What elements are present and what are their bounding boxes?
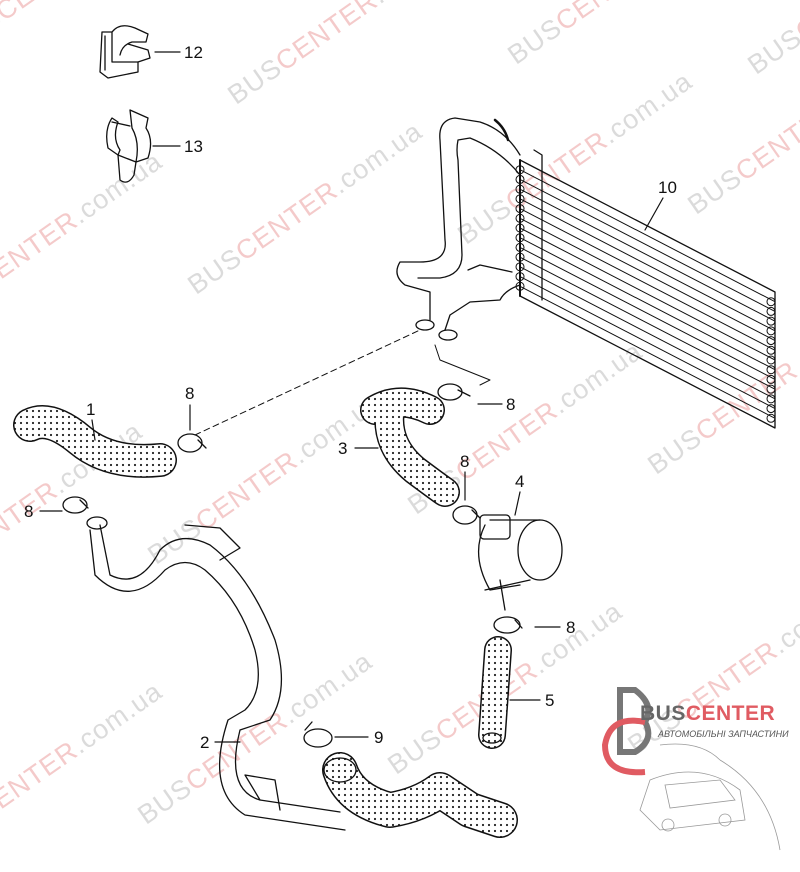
tube-end [766,374,776,384]
radiator-fin [519,227,776,361]
callout-3: 3 [338,439,347,458]
callout-10: 10 [658,178,677,197]
callout-2: 2 [200,733,209,752]
tube-end [766,297,776,307]
tube-end [766,394,776,404]
hose-3 [360,387,460,507]
radiator-fin [519,256,776,390]
radiator-fin [519,178,776,312]
heater-pipes [396,117,521,341]
tube-end [766,345,776,355]
buscenter-logo-mark [601,687,781,851]
pipe-2 [86,516,346,831]
tube-end [766,384,776,394]
radiator-fin [519,246,776,380]
brand-logo-text: BUSCENTER [640,702,775,726]
callout-4: 4 [515,472,524,491]
callout-1: 1 [86,400,95,419]
tube-end [766,404,776,414]
callout-13: 13 [184,137,203,156]
leader-lines [39,51,664,743]
radiator-fin [519,169,776,303]
tube-end [766,355,776,365]
heater-core-10 [515,149,776,429]
tube-end [766,365,776,375]
radiator-fin [519,198,776,332]
radiator-fin [519,217,776,351]
callout-12: 12 [184,43,203,62]
tube-end [766,306,776,316]
callout-9: 9 [374,728,383,747]
hose-1 [13,405,177,478]
callout-8: 8 [185,384,194,403]
brand-tagline: АВТОМОБІЛЬНІ ЗАПЧАСТИНИ [658,729,789,739]
radiator-fin [519,237,776,371]
hose-clamps [62,383,523,748]
tube-end [766,336,776,346]
tube-end [766,316,776,326]
tube-end [766,326,776,336]
brand-bus: BUS [640,702,686,725]
hose-5 [478,636,512,749]
radiator-fin [519,285,776,419]
clip-13 [106,109,152,183]
van-sketch-icon [639,743,781,851]
radiator-fin [519,188,776,322]
clip-12 [99,25,151,79]
assembly-leader [194,329,421,436]
brand-center: CENTER [685,702,776,725]
radiator-fin [519,276,776,410]
radiator-fin [519,208,776,342]
hose-2-dotted [322,752,518,838]
tube-end [766,413,776,423]
callout-8: 8 [24,502,33,521]
callout-8: 8 [566,618,575,637]
radiator-fin [519,266,776,400]
callout-8: 8 [460,452,469,471]
callout-8: 8 [506,395,515,414]
callout-5: 5 [545,691,554,710]
water-pump-4 [477,514,563,611]
callout-labels: 12 13 10 1 8 8 3 8 4 8 8 5 2 9 [24,43,677,752]
